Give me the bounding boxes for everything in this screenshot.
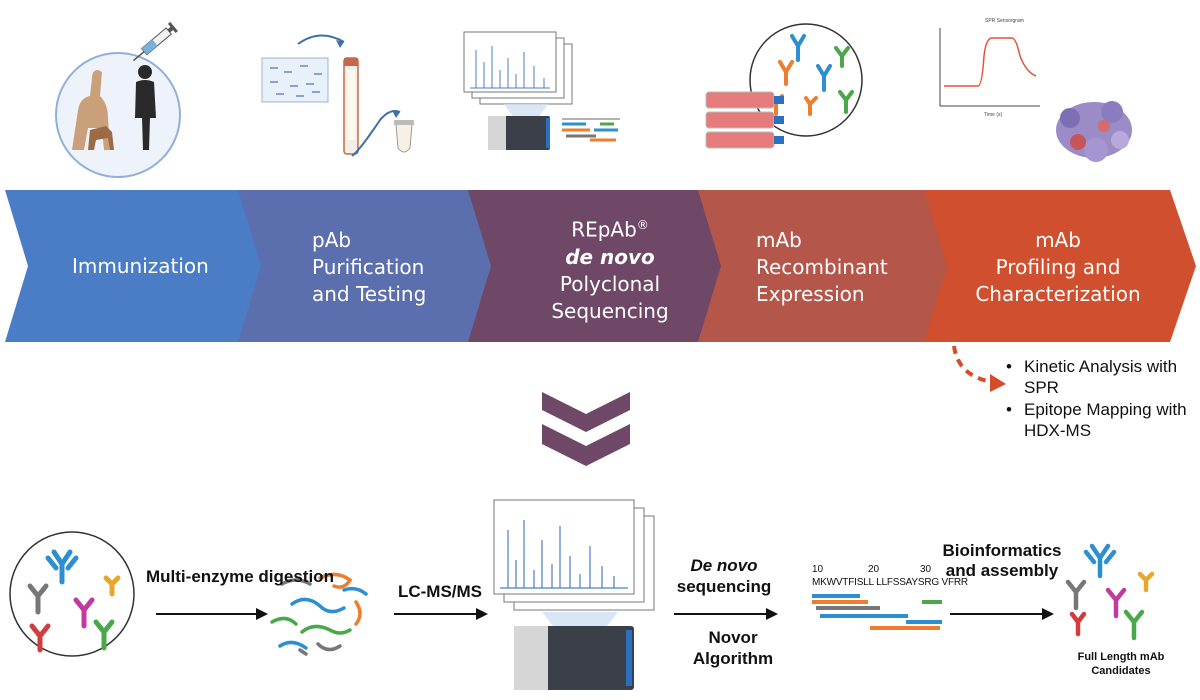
step-characterization-label: mAb Profiling and Characterization	[975, 228, 1141, 306]
expression-illustration	[705, 23, 863, 149]
immunization-illustration	[55, 21, 181, 178]
step-expression-label: mAb Recombinant Expression	[756, 228, 888, 306]
pipeline-chevrons	[5, 190, 1196, 342]
spr-illustration: SPR Sensorgram Time (s)	[939, 18, 1132, 162]
chevron-expression	[698, 190, 961, 342]
digestion-label: Multi-enzyme digestion	[146, 567, 334, 586]
antibody-pool-illustration	[9, 531, 135, 657]
seq-tick-30: 30	[920, 564, 932, 575]
ms-sequencing-illustration	[463, 31, 620, 150]
chevron-immunization	[5, 190, 275, 342]
chevron-purification	[238, 190, 505, 342]
purification-illustration	[261, 34, 414, 157]
tube-icon	[395, 123, 413, 153]
down-chevron-icon	[542, 392, 630, 466]
seq-tick-10: 10	[812, 564, 824, 575]
top-illustrations: SPR Sensorgram Time (s)	[55, 18, 1132, 178]
arrow-bioinformatics-icon	[1042, 608, 1054, 620]
sensorgram-line	[944, 37, 1037, 87]
llama-icon	[72, 70, 110, 150]
final-antibodies-illustration	[1065, 543, 1155, 641]
bullet-kinetic: Kinetic Analysis with SPR	[1004, 356, 1200, 398]
bioinformatics-label: Bioinformatics and assembly	[942, 541, 1062, 580]
final-candidates-label: Full Length mAb Candidates	[1077, 651, 1165, 677]
seq-tick-20: 20	[868, 564, 880, 575]
lcms-label: LC-MS/MS	[397, 582, 483, 601]
characterization-bullets: Kinetic Analysis with SPR Epitope Mappin…	[1004, 356, 1200, 442]
arrow-lcms-icon	[476, 608, 488, 620]
chevron-sequencing	[468, 190, 735, 342]
dog-icon	[88, 126, 114, 150]
step-immunization-label: Immunization	[72, 254, 209, 278]
flask-stack-icon	[705, 91, 784, 149]
syringe-icon	[133, 21, 178, 62]
chevron-characterization	[924, 190, 1196, 342]
protein-structure-icon	[1056, 101, 1132, 162]
sequence-text: MKWVTFISLL LLFSSAYSRG VFRR	[812, 577, 968, 588]
novor-label: Novor Algorithm	[692, 628, 774, 668]
sequence-alignment-illustration	[812, 594, 942, 630]
human-icon	[135, 65, 156, 150]
peptide-fragments-illustration	[270, 572, 368, 656]
denovo-label: De novo sequencing	[676, 556, 772, 596]
arrow-denovo-icon	[766, 608, 778, 620]
step-purification-label: pAb Purification and Testing	[312, 228, 427, 306]
arrow-digestion-icon	[256, 608, 268, 620]
step-sequencing-label: REpAb® de novo Polyclonal Sequencing	[551, 217, 669, 323]
bottom-workflow	[9, 499, 1155, 690]
dashed-arrow-icon	[952, 345, 1006, 392]
spr-xlabel: Time (s)	[984, 112, 1002, 118]
spr-title: SPR Sensorgram	[985, 18, 1024, 24]
bullet-epitope: Epitope Mapping with HDX-MS	[1004, 399, 1200, 441]
spectra-stack-illustration	[493, 499, 655, 690]
curved-arrow-icon	[297, 34, 345, 45]
